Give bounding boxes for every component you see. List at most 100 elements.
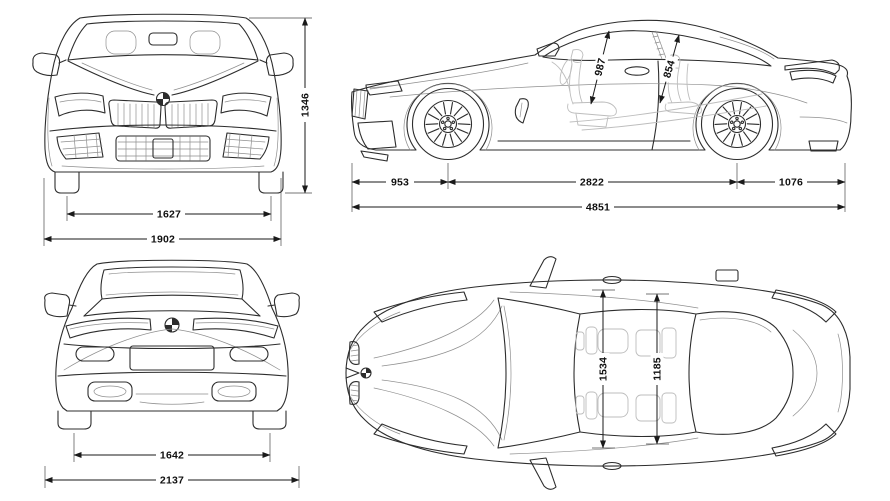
front-height-dimension: 1346 [249, 17, 312, 194]
rear-window [100, 266, 244, 300]
door-mirror-left [32, 52, 67, 77]
door-mirror-right [267, 292, 300, 318]
wheel-arch-front [403, 83, 493, 151]
wheelbase-value: 2822 [580, 177, 604, 189]
front-chin-line [61, 165, 265, 170]
diffuser-lines [135, 393, 209, 405]
side-taillight [784, 59, 840, 84]
front-bumper-intake [357, 120, 397, 162]
side-headlight [365, 80, 403, 96]
rear-glass-line [719, 36, 775, 60]
front-windshield [67, 20, 259, 61]
trunk-lid-edge [792, 329, 818, 417]
hood-character-lines [373, 299, 503, 447]
front-width-value: 1902 [151, 234, 175, 246]
windshield-inner [503, 305, 512, 441]
front-wheel-right [258, 171, 284, 194]
door-handle-lower [602, 461, 622, 471]
steering-wheel [559, 59, 573, 85]
front-body-outline [44, 13, 282, 173]
side-view-car [351, 19, 852, 162]
side-mirror [536, 42, 560, 57]
rear-track-value: 1642 [160, 450, 184, 462]
exhaust-left [87, 381, 133, 402]
shoulder-rear-value: 1185 [652, 357, 664, 381]
bmw-roundel-icon [155, 91, 171, 107]
rear-vent-right [229, 346, 269, 362]
rear-wheel-right [252, 410, 287, 430]
nose-notch [345, 367, 360, 379]
exhaust-hint [808, 140, 839, 152]
door-mirror-right [259, 52, 294, 77]
front-headlight-right [220, 92, 272, 117]
top-headlight-upper [373, 291, 468, 323]
rear-view-drawing: 1642 2137 [44, 259, 300, 488]
pillar-creases [83, 298, 261, 317]
front-seat [567, 49, 617, 128]
overhang-rear-value: 1076 [779, 177, 803, 189]
spoiler-line [837, 333, 843, 413]
front-view-car [32, 13, 294, 194]
fuel-door [715, 269, 739, 282]
side-body-outline [351, 19, 852, 151]
front-wheel [411, 87, 485, 161]
belt-crease [389, 83, 808, 104]
rear-vent-left [75, 346, 115, 362]
front-air-intake-left [56, 132, 104, 160]
floor-lines [569, 93, 767, 131]
bmw-roundel-icon [360, 367, 372, 379]
rear-taillight-left [65, 317, 152, 339]
rear-window-top [688, 311, 794, 435]
roof-side-edges [579, 308, 697, 438]
shoulder-rear-dimension: 1185 [646, 293, 669, 445]
side-kidney-grille [351, 88, 369, 120]
wheel-arch-rear [692, 83, 782, 151]
door-handle [624, 66, 650, 76]
shoulder-front-dimension: 1534 [592, 289, 615, 449]
door-cut-line [651, 60, 660, 151]
top-body-outline [345, 279, 851, 467]
front-wheel-left [54, 171, 80, 194]
front-headlight-left [54, 92, 106, 117]
front-center-intake [115, 135, 211, 162]
dashboard [551, 61, 571, 93]
windshield-top-edge [573, 313, 581, 433]
top-view-drawing: 1534 1185 [345, 256, 851, 490]
a-pillars [497, 297, 581, 449]
top-headlight-lower [373, 423, 468, 455]
fender-gill [514, 98, 529, 124]
front-air-intake-right [222, 132, 270, 160]
door-mirror-left [44, 292, 77, 318]
headroom-front-value: 987 [592, 57, 608, 77]
front-width-dimension: 1902 [43, 178, 282, 246]
front-headrest-right [189, 30, 221, 55]
rear-body-outline [55, 259, 289, 412]
rear-bumper-crease [799, 116, 848, 124]
top-view-car [345, 256, 851, 490]
length-dimensions: 953 2822 1076 4851 [351, 163, 846, 214]
front-track-value: 1627 [157, 209, 181, 221]
rear-view-car [44, 259, 300, 430]
overall-length-value: 4851 [586, 202, 610, 214]
shoulder-front-value: 1534 [598, 357, 610, 381]
top-kidney-grilles [348, 341, 360, 405]
rearview-mirror [148, 32, 178, 46]
front-track-dimension: 1627 [66, 196, 272, 221]
b-pillar-divider [651, 30, 667, 60]
rear-width-value: 2137 [160, 475, 184, 487]
rear-track-dimension: 1642 [73, 433, 271, 462]
shoulder-line [83, 310, 261, 317]
cowl-line [497, 297, 507, 449]
side-view-drawing: 987 854 953 2822 107 [351, 19, 852, 214]
door-handle-upper [602, 275, 622, 285]
license-plate-recess [129, 345, 215, 371]
front-hood-inner-lines [47, 62, 279, 167]
exhaust-right [211, 381, 257, 402]
headroom-rear-dimension: 854 [659, 34, 680, 104]
door-mirror-upper [529, 256, 557, 289]
kidney-grille-left [108, 99, 162, 129]
overhang-front-value: 953 [391, 177, 409, 189]
door-mirror-lower [529, 457, 557, 490]
side-greenhouse [542, 30, 772, 67]
